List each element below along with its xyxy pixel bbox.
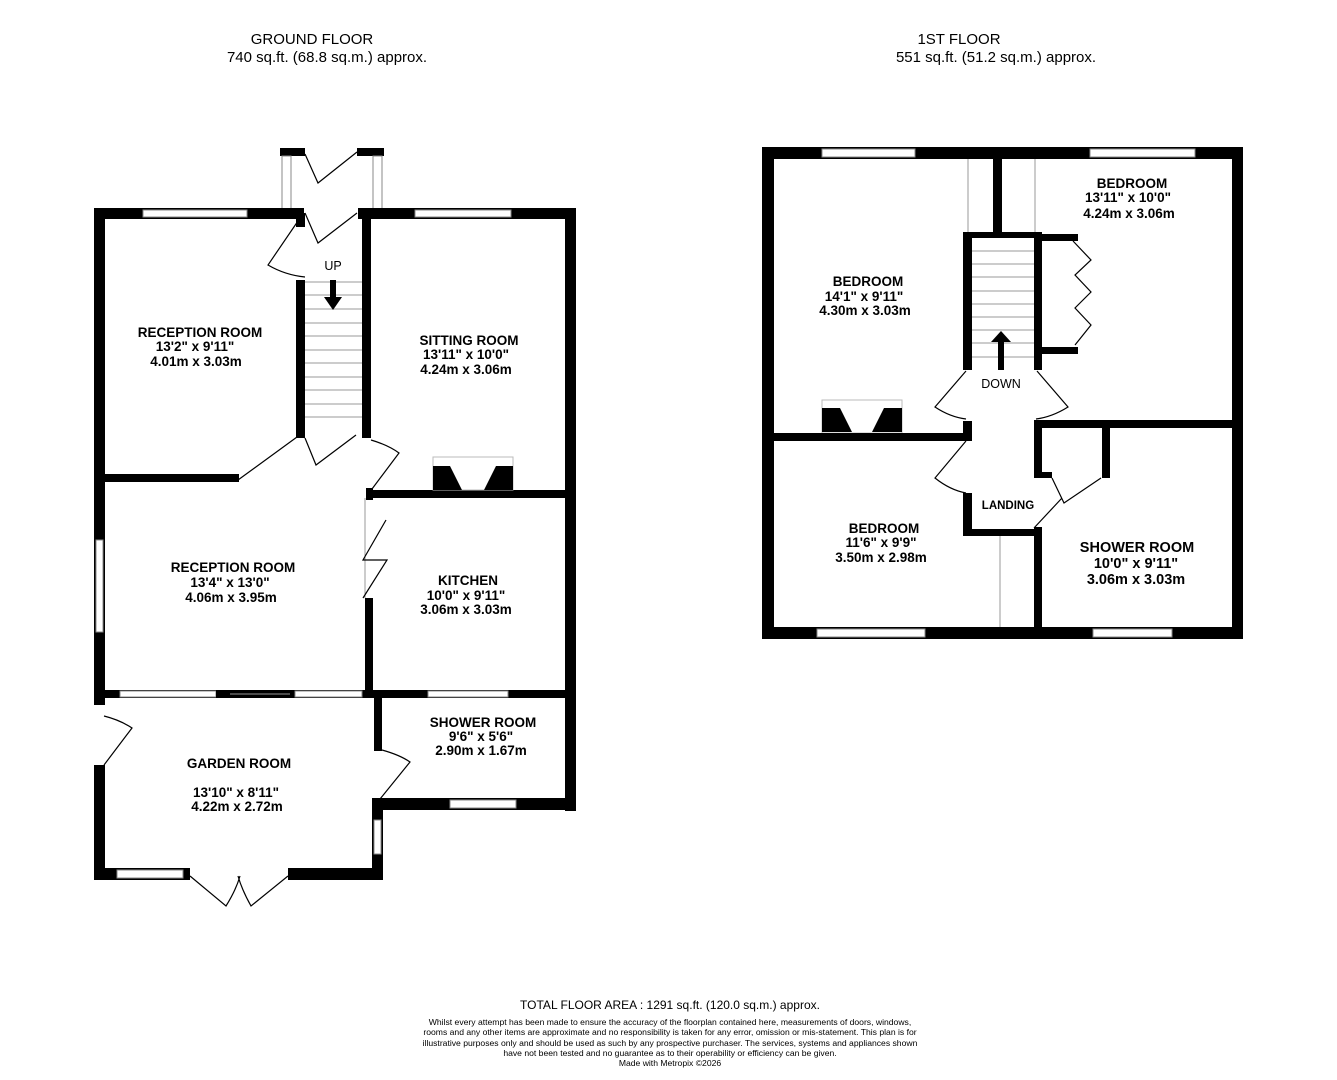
first-floor-area: 551 sq.ft. (51.2 sq.m.) approx. xyxy=(896,49,1096,66)
room-label-garden-room: GARDEN ROOM 13'10" x 8'11" 4.22m x 2.72m xyxy=(187,756,291,814)
room-label-reception-1: RECEPTION ROOM 13'2" x 9'11" 4.01m x 3.0… xyxy=(138,325,263,369)
svg-text:13'11" x 10'0": 13'11" x 10'0" xyxy=(423,347,509,362)
up-arrow-icon xyxy=(991,331,1011,342)
svg-text:10'0" x 9'11": 10'0" x 9'11" xyxy=(427,588,506,603)
svg-text:13'11" x 10'0": 13'11" x 10'0" xyxy=(1085,190,1171,205)
svg-text:4.24m x 3.06m: 4.24m x 3.06m xyxy=(420,362,512,377)
room-label-kitchen: KITCHEN 10'0" x 9'11" 3.06m x 3.03m xyxy=(420,573,512,617)
svg-text:KITCHEN: KITCHEN xyxy=(438,573,498,588)
room-label-bedroom-rear: BEDROOM 11'6" x 9'9" 3.50m x 2.98m xyxy=(835,521,927,565)
fireplace xyxy=(821,399,903,434)
staircase xyxy=(305,280,362,418)
svg-text:RECEPTION ROOM: RECEPTION ROOM xyxy=(138,325,263,340)
svg-text:10'0" x 9'11": 10'0" x 9'11" xyxy=(1094,556,1178,572)
svg-text:4.24m x 3.06m: 4.24m x 3.06m xyxy=(1083,206,1175,221)
svg-text:4.30m x 3.03m: 4.30m x 3.03m xyxy=(819,303,911,318)
svg-text:13'10" x 8'11": 13'10" x 8'11" xyxy=(193,785,279,800)
stair-up-label: UP xyxy=(324,259,341,273)
svg-text:3.50m x 2.98m: 3.50m x 2.98m xyxy=(835,550,927,565)
svg-text:9'6" x 5'6": 9'6" x 5'6" xyxy=(449,729,513,744)
svg-text:4.01m x 3.03m: 4.01m x 3.03m xyxy=(150,354,242,369)
svg-text:BEDROOM: BEDROOM xyxy=(833,274,904,289)
ground-floor-plan: UP xyxy=(94,148,576,907)
room-label-reception-2: RECEPTION ROOM 13'4" x 13'0" 4.06m x 3.9… xyxy=(171,560,296,605)
ground-floor-title: GROUND FLOOR xyxy=(251,31,374,48)
room-label-sitting-room: SITTING ROOM 13'11" x 10'0" 4.24m x 3.06… xyxy=(420,333,519,377)
svg-text:GARDEN ROOM: GARDEN ROOM xyxy=(187,756,291,771)
first-floor-title: 1ST FLOOR xyxy=(917,31,1000,48)
staircase xyxy=(972,250,1034,370)
svg-text:2.90m x 1.67m: 2.90m x 1.67m xyxy=(435,743,527,758)
svg-text:3.06m x 3.03m: 3.06m x 3.03m xyxy=(420,602,512,617)
svg-text:13'2" x 9'11": 13'2" x 9'11" xyxy=(156,339,235,354)
landing-label: LANDING xyxy=(982,500,1034,512)
svg-text:BEDROOM: BEDROOM xyxy=(1097,176,1168,191)
svg-text:SITTING ROOM: SITTING ROOM xyxy=(420,333,519,348)
down-arrow-icon xyxy=(324,297,342,310)
svg-text:3.06m x 3.03m: 3.06m x 3.03m xyxy=(1087,572,1185,588)
first-floor-plan: DOWN LANDING xyxy=(762,147,1243,639)
svg-text:4.22m x 2.72m: 4.22m x 2.72m xyxy=(191,799,283,814)
total-floor-area: TOTAL FLOOR AREA : 1291 sq.ft. (120.0 sq… xyxy=(520,998,820,1012)
room-label-bedroom-front-left: BEDROOM 14'1" x 9'11" 4.30m x 3.03m xyxy=(819,274,911,318)
stair-down-label: DOWN xyxy=(981,377,1021,391)
room-label-shower-room-first: SHOWER ROOM 10'0" x 9'11" 3.06m x 3.03m xyxy=(1080,540,1194,588)
ground-floor-area: 740 sq.ft. (68.8 sq.m.) approx. xyxy=(227,49,427,66)
svg-text:4.06m x 3.95m: 4.06m x 3.95m xyxy=(185,590,277,605)
credit: Made with Metropix ©2026 xyxy=(618,1058,722,1069)
svg-text:14'1" x 9'11": 14'1" x 9'11" xyxy=(825,289,904,304)
room-label-shower-room-ground: SHOWER ROOM 9'6" x 5'6" 2.90m x 1.67m xyxy=(430,715,537,758)
svg-text:11'6" x 9'9": 11'6" x 9'9" xyxy=(845,535,916,550)
svg-text:BEDROOM: BEDROOM xyxy=(849,521,920,536)
fireplace xyxy=(432,456,514,491)
svg-text:SHOWER ROOM: SHOWER ROOM xyxy=(1080,540,1194,556)
room-label-bedroom-front-right: BEDROOM 13'11" x 10'0" 4.24m x 3.06m xyxy=(1083,176,1175,221)
disclaimer-text: Whilst every attempt has been made to en… xyxy=(422,1017,918,1058)
svg-text:SHOWER ROOM: SHOWER ROOM xyxy=(430,715,537,730)
svg-text:RECEPTION ROOM: RECEPTION ROOM xyxy=(171,560,296,575)
svg-text:13'4" x 13'0": 13'4" x 13'0" xyxy=(190,575,269,590)
disclaimer: Whilst every attempt has been made to en… xyxy=(420,1017,920,1068)
